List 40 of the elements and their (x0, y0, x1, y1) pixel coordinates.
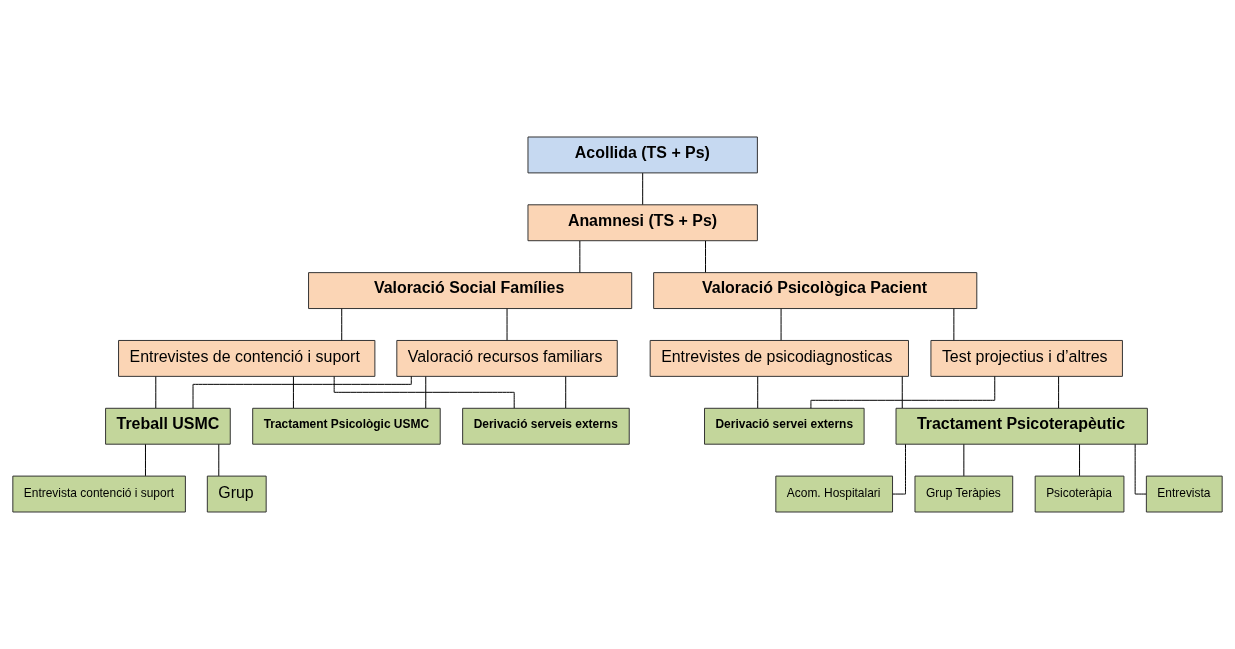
node-box: Derivació serveis externs (462, 407, 630, 445)
connector (901, 376, 903, 409)
node-box: Tractament Psicològic USMC (252, 407, 441, 445)
connector (1079, 443, 1081, 477)
connector (192, 375, 412, 409)
connector (953, 308, 955, 341)
node-box: Derivació servei externs (704, 407, 865, 445)
connector (506, 308, 508, 341)
node-box: Treball USMC (105, 407, 231, 445)
connector (642, 172, 644, 206)
node-box: Acollida (TS + Ps) (527, 136, 758, 174)
connector (780, 308, 782, 341)
node-box: Valoració recursos familiars (396, 339, 618, 377)
node-box: Test projectius i d’altres (930, 339, 1123, 377)
connector (963, 443, 965, 477)
connector (425, 376, 427, 409)
connector (579, 240, 581, 273)
connector (810, 375, 996, 409)
connector (341, 308, 343, 341)
connector (565, 376, 567, 409)
node-box: Valoració Psicològica Pacient (653, 272, 978, 310)
connector (757, 376, 759, 409)
connector (218, 443, 220, 477)
connector (145, 443, 146, 477)
node-box: Entrevistes de contenció i suport (118, 339, 376, 377)
node-box: Entrevistes de psicodiagnosticas (649, 339, 909, 377)
node-box: Tractament Psicoterapèutic (895, 407, 1148, 445)
node-box: Entrevista contenció i suport (12, 475, 186, 513)
node-box: Entrevista (1145, 475, 1223, 513)
node-box: Acom. Hospitalari (775, 475, 894, 513)
node-box: Grup Teràpies (914, 475, 1014, 513)
connector (705, 240, 706, 273)
node-box: Psicoteràpia (1034, 475, 1125, 513)
connector (155, 376, 157, 409)
connector (1058, 376, 1060, 409)
node-box: Anamnesi (TS + Ps) (527, 204, 758, 242)
connector (292, 376, 294, 409)
node-box: Valoració Social Famílies (308, 272, 633, 310)
connector (1134, 443, 1147, 495)
node-box: Grup (206, 475, 267, 513)
